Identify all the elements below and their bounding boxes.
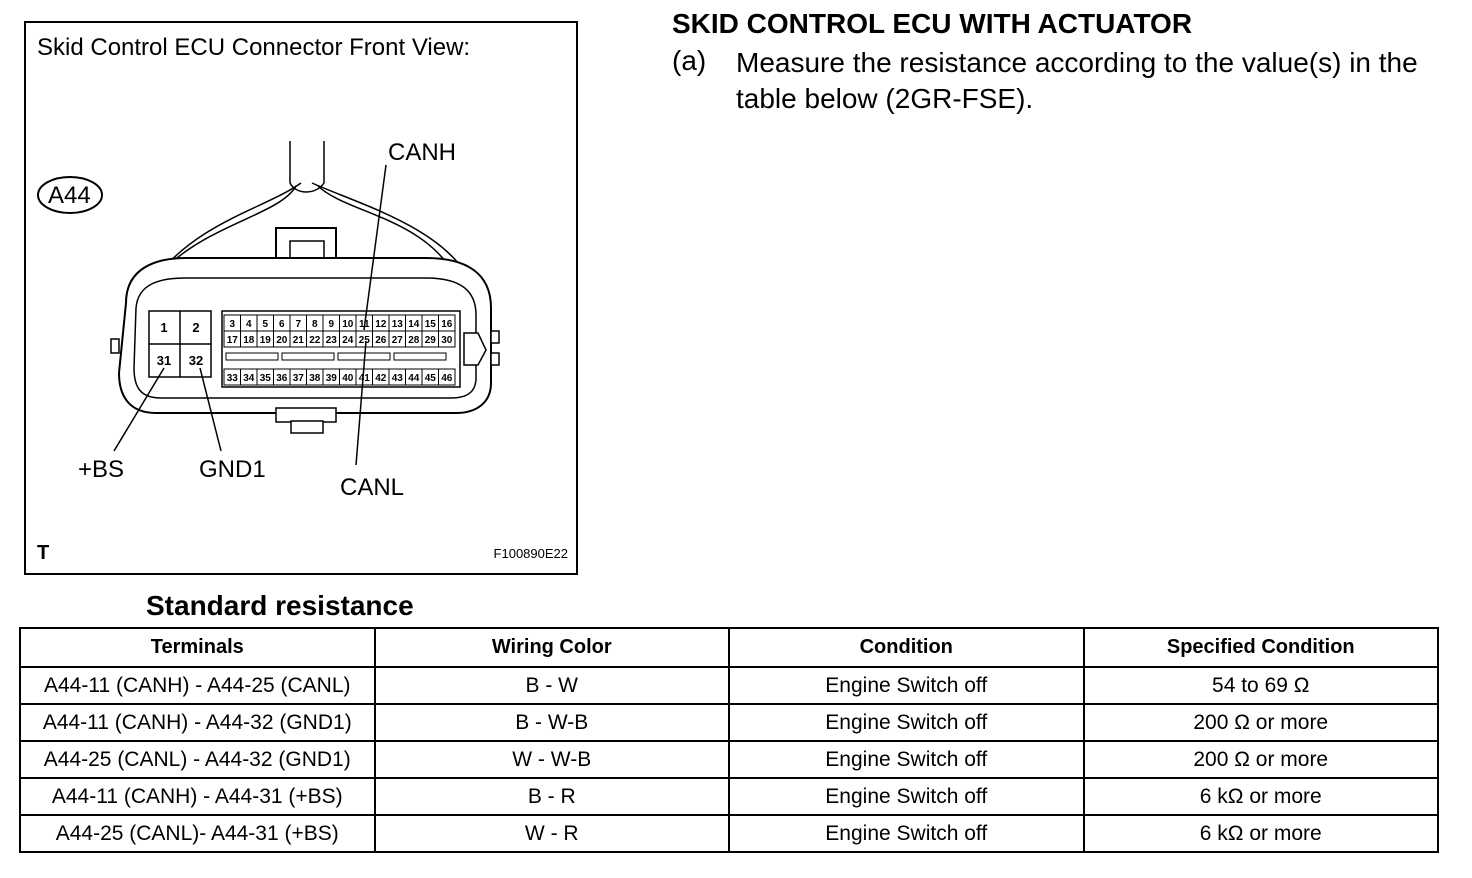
pin-label: 9 — [328, 319, 334, 330]
pin-label: 16 — [441, 319, 453, 330]
cell-condition: Engine Switch off — [728, 777, 1085, 816]
cell-specified-condition: 6 kΩ or more — [1082, 777, 1439, 816]
pin-label: 15 — [425, 319, 437, 330]
figure-code: F100890E22 — [493, 546, 568, 561]
pin-label: 17 — [227, 335, 239, 346]
cell-specified-condition: 54 to 69 Ω — [1082, 666, 1439, 705]
pin-label: 26 — [375, 335, 387, 346]
pin-label: 39 — [326, 373, 338, 384]
header-terminals: Terminals — [19, 627, 376, 668]
pin-label: 23 — [326, 335, 338, 346]
header-specified-condition: Specified Condition — [1082, 627, 1439, 668]
pin-label: 46 — [441, 373, 453, 384]
cell-terminals: A44-25 (CANL)- A44-31 (+BS) — [19, 814, 376, 853]
cell-condition: Engine Switch off — [728, 814, 1085, 853]
table-row: A44-11 (CANH) - A44-25 (CANL) B - W Engi… — [19, 666, 1439, 705]
cell-wiring-color: W - W-B — [373, 740, 730, 779]
pin-label: 32 — [189, 353, 203, 368]
pin-label: 12 — [375, 319, 387, 330]
pin-label: 7 — [295, 319, 301, 330]
cell-wiring-color: W - R — [373, 814, 730, 853]
canh-label: CANH — [388, 139, 456, 166]
pin-label: 4 — [246, 319, 252, 330]
pin-label: 42 — [375, 373, 387, 384]
pin-label: 8 — [312, 319, 318, 330]
pin-label: 19 — [260, 335, 272, 346]
table-header-row: Terminals Wiring Color Condition Specifi… — [19, 627, 1439, 668]
pin-label: 35 — [260, 373, 272, 384]
pin-label: 34 — [243, 373, 255, 384]
pin-label: 31 — [157, 353, 171, 368]
pin-label: 41 — [359, 373, 371, 384]
table-row: A44-25 (CANL)- A44-31 (+BS) W - R Engine… — [19, 814, 1439, 853]
pin-cell — [438, 368, 456, 386]
cell-condition: Engine Switch off — [728, 666, 1085, 705]
pin-label: 24 — [342, 335, 354, 346]
pin-label: 28 — [408, 335, 420, 346]
cell-wiring-color: B - W — [373, 666, 730, 705]
gnd1-label: GND1 — [199, 456, 266, 483]
cell-condition: Engine Switch off — [728, 703, 1085, 742]
pin-label: 10 — [342, 319, 354, 330]
pin-label: 44 — [408, 373, 420, 384]
cell-terminals: A44-11 (CANH) - A44-31 (+BS) — [19, 777, 376, 816]
step-label: (a) — [672, 45, 707, 76]
pin-label: 43 — [392, 373, 404, 384]
pin-label: 3 — [229, 319, 235, 330]
table-row: A44-11 (CANH) - A44-32 (GND1) B - W-B En… — [19, 703, 1439, 742]
header-wiring-color: Wiring Color — [373, 627, 730, 668]
pin-cell — [438, 330, 456, 348]
table-row: A44-11 (CANH) - A44-31 (+BS) B - R Engin… — [19, 777, 1439, 816]
pin-label: 40 — [342, 373, 354, 384]
pin-label: 22 — [309, 335, 321, 346]
section-heading: SKID CONTROL ECU WITH ACTUATOR — [672, 8, 1193, 39]
cell-wiring-color: B - W-B — [373, 703, 730, 742]
pin-label: 30 — [441, 335, 453, 346]
pin-label: 45 — [425, 373, 437, 384]
table-title: Standard resistance — [146, 590, 414, 621]
pin-label: 5 — [262, 319, 268, 330]
pin-label: 18 — [243, 335, 255, 346]
pin-label: 27 — [392, 335, 404, 346]
figure-tag: T — [37, 542, 50, 564]
pin-label: 20 — [276, 335, 288, 346]
cell-specified-condition: 6 kΩ or more — [1082, 814, 1439, 853]
header-condition: Condition — [728, 627, 1085, 668]
figure-title: Skid Control ECU Connector Front View: — [37, 34, 471, 61]
pin-label: 2 — [192, 320, 199, 335]
pin-label: 37 — [293, 373, 305, 384]
bs-label: +BS — [78, 456, 124, 483]
cell-terminals: A44-25 (CANL) - A44-32 (GND1) — [19, 740, 376, 779]
resistance-table: Terminals Wiring Color Condition Specifi… — [19, 627, 1439, 853]
step-text: Measure the resistance according to the … — [736, 47, 1418, 114]
cell-specified-condition: 200 Ω or more — [1082, 703, 1439, 742]
pin-label: 13 — [392, 319, 404, 330]
canl-label: CANL — [340, 474, 404, 501]
pin-label: 1 — [160, 320, 167, 335]
cell-wiring-color: B - R — [373, 777, 730, 816]
pin-label: 33 — [227, 373, 239, 384]
connector-id-label: A44 — [48, 182, 91, 209]
pin-label: 25 — [359, 335, 371, 346]
pin-label: 38 — [309, 373, 321, 384]
cell-condition: Engine Switch off — [728, 740, 1085, 779]
cell-terminals: A44-11 (CANH) - A44-25 (CANL) — [19, 666, 376, 705]
pin-label: 36 — [276, 373, 288, 384]
pin-label: 29 — [425, 335, 437, 346]
pin-label: 21 — [293, 335, 305, 346]
pin-label: 11 — [359, 319, 370, 330]
cell-terminals: A44-11 (CANH) - A44-32 (GND1) — [19, 703, 376, 742]
table-row: A44-25 (CANL) - A44-32 (GND1) W - W-B En… — [19, 740, 1439, 779]
pin-label: 14 — [408, 319, 420, 330]
pin-label: 6 — [279, 319, 285, 330]
cell-specified-condition: 200 Ω or more — [1082, 740, 1439, 779]
